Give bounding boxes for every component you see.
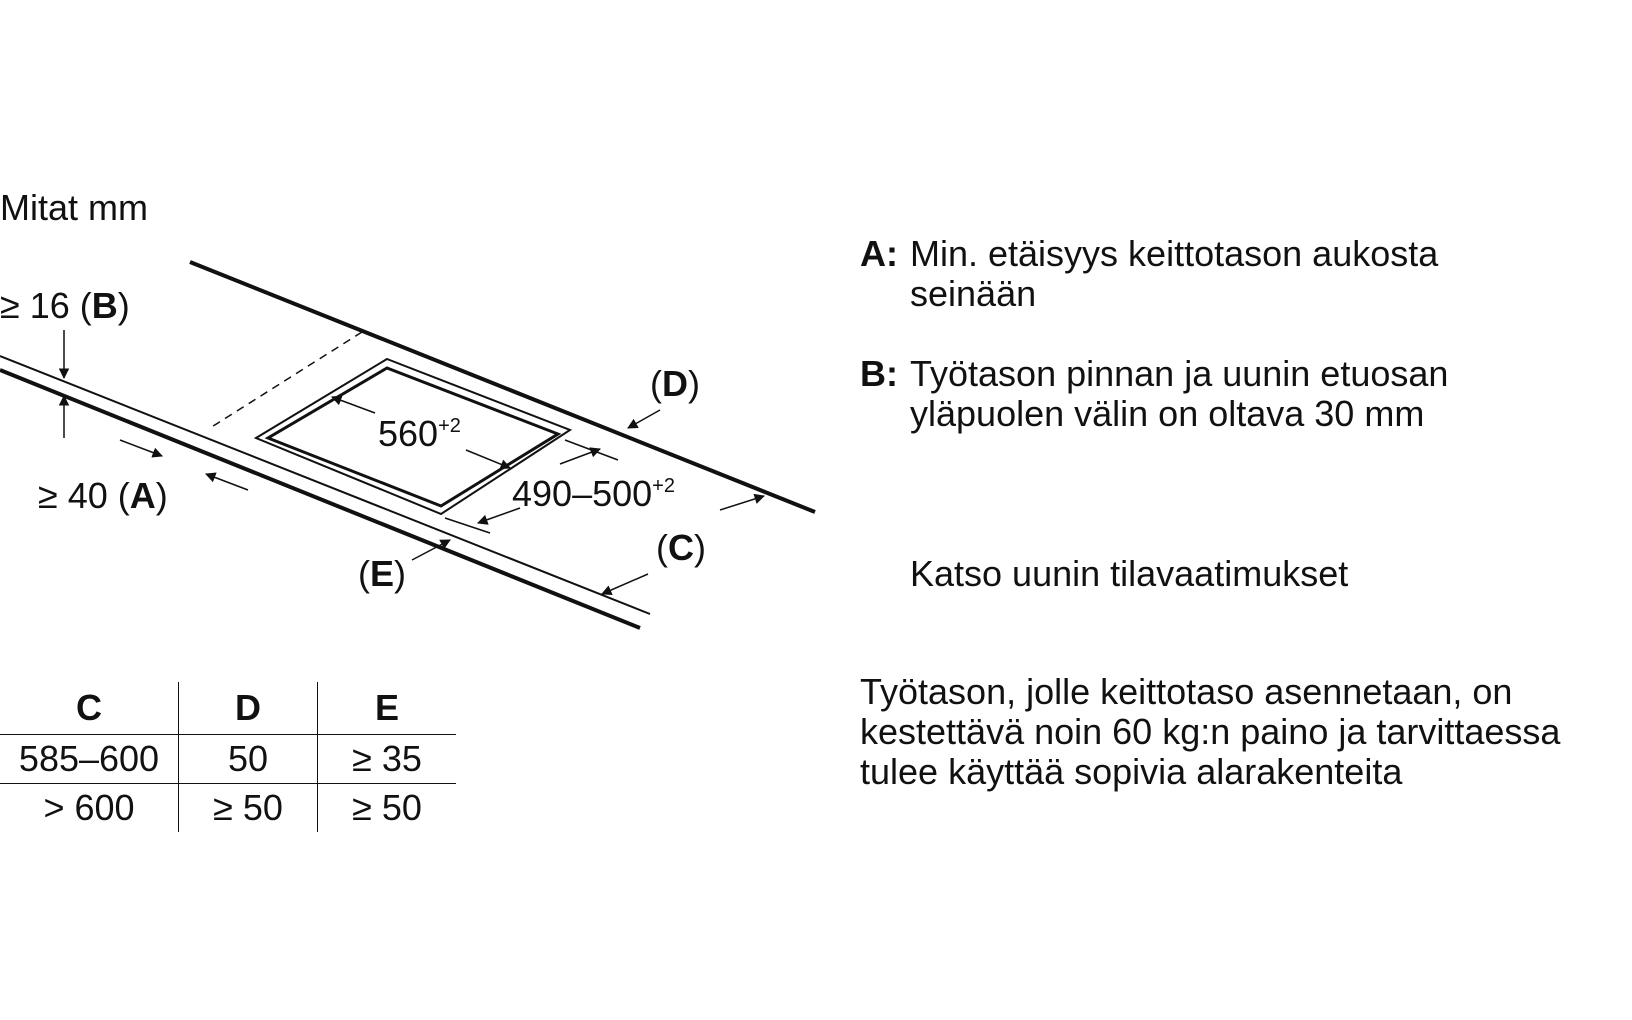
a-arrow-right	[205, 472, 249, 491]
a-arrow-left	[119, 439, 163, 458]
oven-requirements-note: Katso uunin tilavaatimukset	[910, 553, 1349, 594]
table-row: > 600 ≥ 50 ≥ 50	[0, 783, 456, 832]
table-cell: 50	[178, 734, 318, 784]
depth-dimension-label: 490–500+2	[512, 473, 675, 514]
legend-item-b: B: Työtason pinnan ja uunin etuosan yläp…	[860, 354, 1448, 434]
load-note-line2: kestettävä noin 60 kg:n paino ja tarvitt…	[860, 711, 1561, 752]
wall-edge-line	[189, 260, 816, 514]
d-arrow	[627, 409, 661, 429]
cutout-inner-outline	[264, 366, 562, 508]
legend-letter-b: B:	[860, 353, 898, 394]
legend-letter-a: A:	[860, 233, 898, 274]
table-cell: ≥ 50	[178, 783, 318, 832]
dimension-table: C D E 585–600 50 ≥ 35 > 600 ≥ 50 ≥ 50	[0, 682, 456, 832]
depth-arrow-top	[559, 447, 601, 465]
table-header-e: E	[317, 682, 456, 735]
worktop-front-edge-upper	[0, 355, 651, 615]
worktop-front-edge-lower	[0, 368, 641, 630]
legend-item-a: A: Min. etäisyys keittotason aukosta sei…	[860, 234, 1438, 314]
legend-a-line2: seinään	[910, 273, 1037, 314]
label-e: (E)	[358, 553, 406, 594]
e-arrow	[411, 539, 451, 561]
load-capacity-note: Työtason, jolle keittotaso asennetaan, o…	[860, 672, 1560, 792]
depth-extension-top	[564, 439, 619, 461]
depth-arrow-bottom	[477, 507, 521, 525]
label-a: ≥ 40 (A)	[38, 475, 168, 516]
table-header-d: D	[178, 682, 318, 735]
table-cell: > 600	[43, 787, 135, 828]
c-arrow-bottom	[601, 573, 649, 596]
table-cell: 585–600	[0, 734, 179, 784]
table-cell: ≥ 50	[317, 783, 456, 832]
cutout-outline	[253, 357, 573, 516]
load-note-line3: tulee käyttää sopivia alarakenteita	[860, 751, 1403, 792]
table-row: 585–600 50 ≥ 35	[0, 734, 456, 784]
depth-extension-bottom	[444, 517, 491, 534]
legend-b-line1: Työtason pinnan ja uunin etuosan	[910, 353, 1449, 394]
legend-a-line1: Min. etäisyys keittotason aukosta	[910, 233, 1439, 274]
width-dimension-label: 560+2	[378, 413, 461, 454]
label-d: (D)	[650, 363, 700, 404]
width-arrow-left	[331, 395, 376, 414]
width-arrow-right	[465, 449, 511, 470]
table-header-row: C D E	[0, 682, 456, 735]
c-arrow-top	[719, 493, 766, 511]
label-b: ≥ 16 (B)	[0, 285, 130, 326]
legend-b-line2: yläpuolen välin on oltava 30 mm	[910, 393, 1425, 434]
table-cell: ≥ 35	[317, 734, 456, 784]
load-note-line1: Työtason, jolle keittotaso asennetaan, o…	[860, 671, 1513, 712]
dashed-projection-line	[209, 331, 363, 429]
label-c: (C)	[656, 527, 706, 568]
installation-diagram: ≥ 16 (B) ≥ 40 (A) (D) (C) (E) 560+2 490–…	[0, 260, 816, 630]
table-header-c: C	[0, 682, 179, 735]
units-label: Mitat mm	[0, 187, 148, 228]
